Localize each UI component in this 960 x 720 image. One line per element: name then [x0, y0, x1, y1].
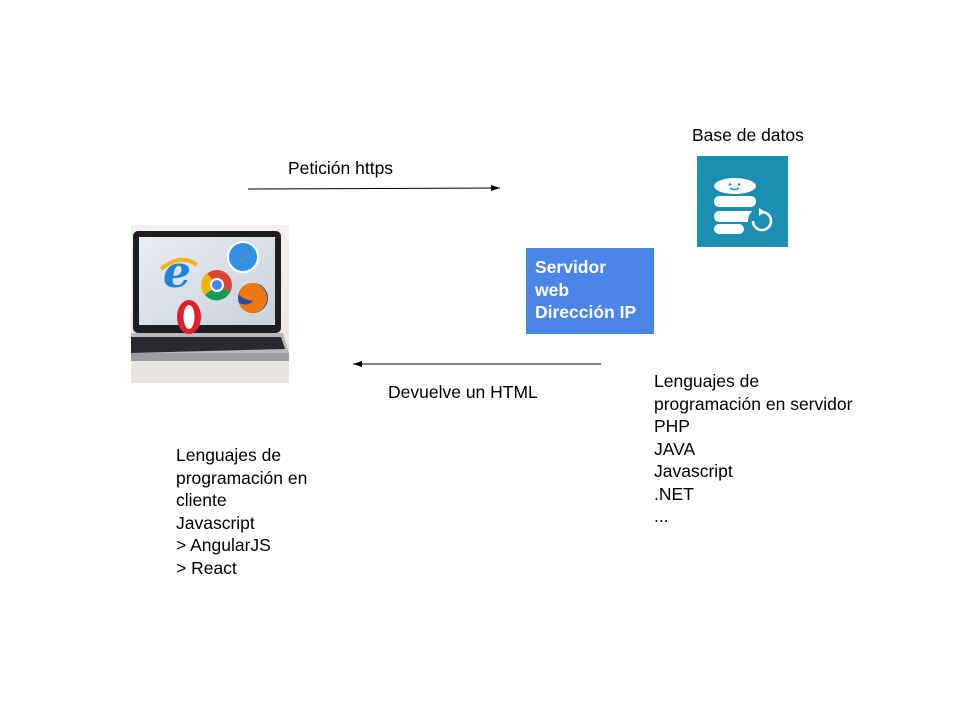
client-line-5: > AngularJS [176, 535, 271, 555]
server-lang-line-1: Lenguajes de [654, 371, 760, 391]
request-label: Petición https [288, 158, 394, 178]
client-languages-list: Lenguajes de programación en cliente Jav… [176, 444, 307, 579]
client-line-4: Javascript [176, 512, 255, 533]
client-line-1: Lenguajes de [176, 445, 282, 465]
server-lang-line-3: PHP [654, 416, 690, 436]
client-line-6: > React [176, 557, 237, 578]
web-server-box: Servidor web Dirección IP [526, 248, 654, 334]
laptop-browsers-icon: e [131, 225, 289, 383]
client-line-3: cliente [176, 490, 227, 510]
server-lang-line-6: .NET [654, 483, 694, 504]
request-arrow [247, 185, 501, 192]
server-lang-line-4: JAVA [654, 438, 696, 459]
server-line-1: Servidor [535, 257, 606, 277]
server-languages-list: Lenguajes de programación en servidor PH… [654, 370, 852, 528]
server-lang-line-7: ... [654, 506, 669, 526]
svg-text:e: e [163, 247, 191, 298]
server-lang-line-5: Javascript [654, 461, 733, 481]
server-line-3: Dirección IP [535, 302, 637, 322]
server-line-2: web [535, 279, 570, 300]
response-label: Devuelve un HTML [388, 382, 538, 402]
server-lang-line-2: programación en servidor [654, 393, 853, 414]
database-sync-icon [697, 156, 788, 247]
database-title: Base de datos [692, 125, 804, 145]
client-line-2: programación en [176, 467, 308, 488]
